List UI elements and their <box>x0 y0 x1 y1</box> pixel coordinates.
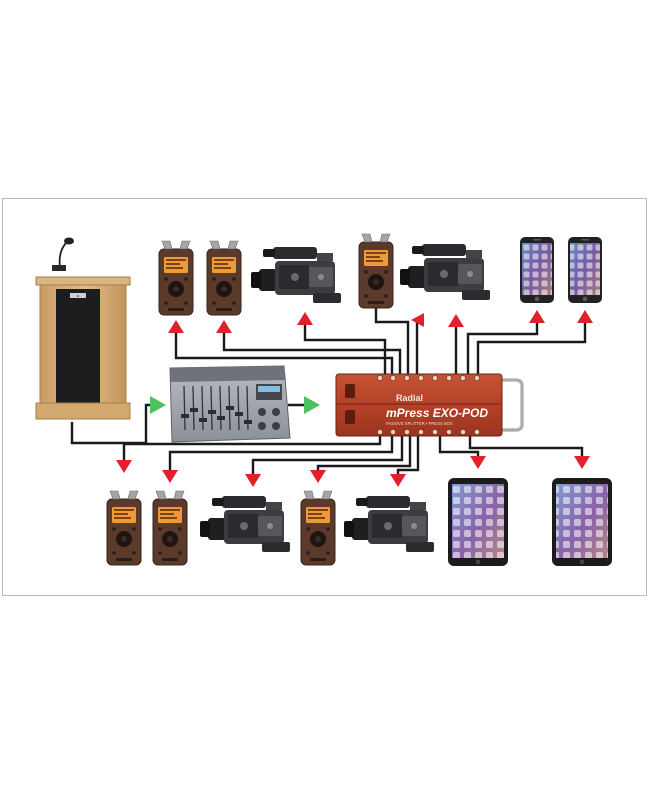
phone-top-2 <box>568 237 602 303</box>
arrow-up-4 <box>448 314 464 327</box>
phone-top-1 <box>520 237 554 303</box>
arrow-up-3 <box>297 312 313 325</box>
podium-badge: ≡ <box>77 294 80 299</box>
camera-bottom-2 <box>344 496 434 552</box>
audio-mixer <box>169 365 291 443</box>
recorder-bottom-1 <box>106 490 142 566</box>
arrow-up-5 <box>529 310 545 323</box>
signal-arrows-output <box>116 310 593 487</box>
arrow-down-6 <box>470 456 486 469</box>
camera-top-1 <box>251 247 341 303</box>
arrow-up-2 <box>216 320 232 333</box>
podium: ≡ <box>35 237 131 420</box>
unit-model-label: mPress EXO-POD <box>386 406 488 420</box>
recorder-top-1 <box>158 240 194 316</box>
arrow-down-5 <box>390 474 406 487</box>
arrow-right-1 <box>150 396 166 414</box>
arrow-up-1 <box>168 320 184 333</box>
unit-brand-label: Radial <box>396 393 423 403</box>
recorder-bottom-2 <box>152 490 188 566</box>
unit-subtitle-label: PASSIVE SPLITTER • PRESS BOX <box>386 421 453 426</box>
camera-top-2 <box>400 244 490 300</box>
tablet-bottom-2 <box>552 478 612 566</box>
tablet-bottom-1 <box>448 478 508 566</box>
arrow-down-1 <box>116 460 132 473</box>
cable-runs <box>70 306 587 474</box>
recorder-top-2 <box>206 240 242 316</box>
arrow-down-2 <box>162 470 178 483</box>
signal-arrows-input <box>150 396 320 414</box>
arrow-up-6 <box>577 310 593 323</box>
arrow-down-7 <box>574 456 590 469</box>
arrow-down-3 <box>245 474 261 487</box>
recorder-bottom-3 <box>300 490 336 566</box>
splitter-unit: Radial mPress EXO-POD PASSIVE SPLITTER •… <box>335 373 524 437</box>
arrow-left-1 <box>411 313 424 327</box>
camera-bottom-1 <box>200 496 290 552</box>
arrow-right-2 <box>304 396 320 414</box>
recorder-top-3 <box>358 233 394 309</box>
arrow-down-4 <box>310 470 326 483</box>
